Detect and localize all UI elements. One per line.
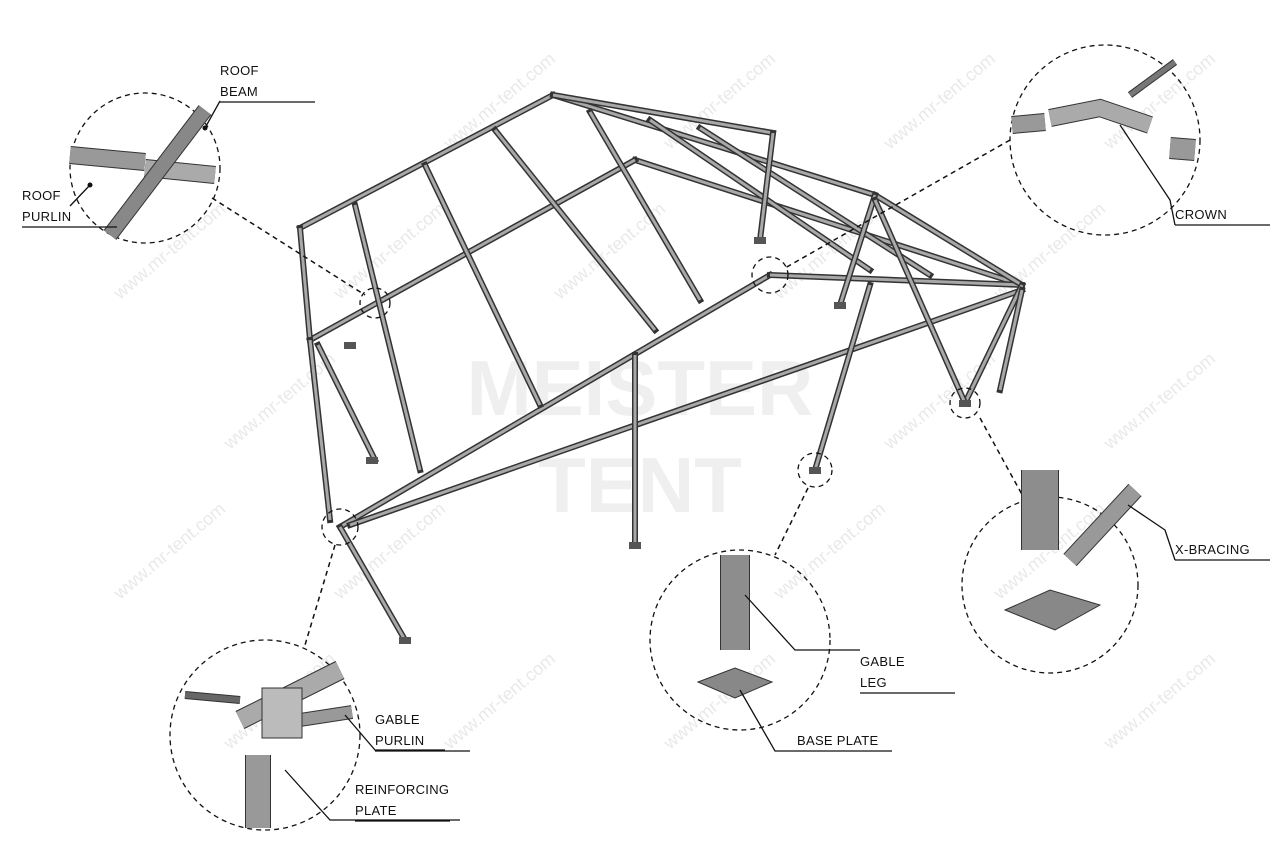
label-gable-leg: LEG bbox=[860, 675, 887, 690]
detail-marker bbox=[321, 508, 359, 546]
base-plate-mark bbox=[834, 302, 846, 309]
part-face bbox=[1169, 138, 1196, 160]
frame-beam-face bbox=[699, 126, 931, 277]
frame-beam-face bbox=[298, 227, 312, 341]
base-plate-mark bbox=[754, 237, 766, 244]
label-x-bracing: X-BRACING bbox=[1175, 542, 1250, 557]
base-plate-mark bbox=[959, 400, 971, 407]
leader-line bbox=[211, 197, 366, 296]
part-face bbox=[1048, 99, 1153, 133]
frame-beam-face bbox=[873, 199, 967, 404]
watermark-text: www.mr-tent.com bbox=[879, 48, 999, 153]
frame-beam-face bbox=[838, 194, 877, 306]
label-roof-purlin: ROOF bbox=[22, 188, 61, 203]
label-base-plate: BASE PLATE bbox=[797, 733, 879, 748]
leader-line bbox=[774, 487, 809, 556]
label-gable-purlin: PURLIN bbox=[375, 733, 424, 748]
watermark-text: www.mr-tent.com bbox=[769, 498, 889, 603]
leader-line bbox=[304, 544, 336, 646]
frame-beam-face bbox=[423, 164, 542, 406]
frame-beam-face bbox=[349, 288, 1023, 527]
frame-beam-face bbox=[316, 344, 377, 461]
frame-beam-face bbox=[308, 339, 332, 521]
detail-gable-purlin bbox=[169, 639, 361, 831]
part-face bbox=[1128, 59, 1177, 98]
frame-beam-face bbox=[588, 111, 702, 301]
watermark-text: www.mr-tent.com bbox=[1099, 48, 1219, 153]
detail-gable-leg bbox=[649, 549, 831, 731]
frame-beam-face bbox=[493, 129, 657, 331]
detail-roof-beam bbox=[69, 92, 221, 244]
part-face bbox=[69, 147, 146, 170]
watermark-text: www.mr-tent.com bbox=[659, 648, 779, 753]
frame-beam-face bbox=[963, 284, 1024, 404]
label-roof-beam: BEAM bbox=[220, 84, 258, 99]
detail-marker bbox=[751, 256, 789, 294]
watermark-text: www.mr-tent.com bbox=[989, 198, 1109, 303]
part-face bbox=[104, 105, 211, 240]
logo-watermark: MEISTER TENT ® bbox=[467, 334, 864, 529]
pointer-dot bbox=[202, 125, 208, 131]
detail-marker bbox=[359, 287, 391, 319]
part-face bbox=[184, 692, 241, 703]
base-plate bbox=[696, 667, 774, 699]
pointer-line bbox=[744, 594, 860, 651]
frame-beam-face bbox=[309, 158, 636, 342]
pointer-line bbox=[204, 100, 221, 129]
frame-beam-face bbox=[998, 289, 1024, 391]
detail-marker bbox=[949, 387, 981, 419]
watermark-text: www.mr-tent.com bbox=[109, 498, 229, 603]
pointer-line bbox=[1119, 124, 1176, 226]
label-gable-leg: GABLE bbox=[860, 654, 905, 669]
leader-line bbox=[784, 139, 1011, 269]
leader-line bbox=[979, 417, 1026, 501]
base-plate-mark bbox=[344, 342, 356, 349]
reinforcing-plate bbox=[261, 687, 303, 739]
frame-beam-face bbox=[649, 118, 871, 272]
pointer-line bbox=[1127, 504, 1176, 561]
watermark-text: www.mr-tent.com bbox=[329, 198, 449, 303]
label-roof-beam: ROOF bbox=[220, 63, 259, 78]
base-plate bbox=[1003, 589, 1102, 631]
pointer-dot bbox=[87, 182, 93, 188]
part-face bbox=[299, 706, 353, 726]
pointer-line bbox=[344, 714, 445, 751]
base-plate-mark bbox=[399, 637, 411, 644]
base-plate-mark bbox=[629, 542, 641, 549]
frame-beam-face bbox=[552, 93, 876, 197]
watermark-text: www.mr-tent.com bbox=[1099, 648, 1219, 753]
detail-marker bbox=[797, 452, 833, 488]
frame-beam-face bbox=[758, 132, 775, 241]
frame-beam-face bbox=[769, 273, 1023, 287]
frame-beam-face bbox=[634, 158, 1023, 287]
pointer-line bbox=[69, 184, 91, 207]
frame-beam-face bbox=[353, 204, 422, 471]
part-face bbox=[1011, 114, 1046, 133]
tent-frame bbox=[295, 90, 1027, 645]
label-roof-purlin: PURLIN bbox=[22, 209, 71, 224]
part-face bbox=[1064, 484, 1141, 566]
watermark-text: www.mr-tent.com bbox=[1099, 348, 1219, 453]
frame-beam-face bbox=[552, 93, 774, 135]
frame-beam-face bbox=[813, 284, 872, 471]
frame-beam-face bbox=[874, 193, 1023, 287]
pointer-line bbox=[739, 689, 797, 752]
callouts: ROOF BEAM ROOF PURLIN CROWN X-BRACING GABLE LEG… bbox=[22, 44, 1270, 831]
label-gable-purlin: GABLE bbox=[375, 712, 420, 727]
pointer-line bbox=[284, 769, 460, 821]
label-crown: CROWN bbox=[1175, 207, 1227, 222]
logo-line2: TENT bbox=[538, 441, 742, 529]
frame-beam-face bbox=[339, 273, 771, 529]
label-reinforcing-plate: REINFORCING bbox=[355, 782, 449, 797]
base-plate-mark bbox=[366, 457, 378, 464]
label-reinforcing-plate: PLATE bbox=[355, 803, 397, 818]
base-plate-mark bbox=[809, 467, 821, 474]
frame-beam-face bbox=[338, 526, 407, 641]
watermark-text: www.mr-tent.com bbox=[439, 648, 559, 753]
